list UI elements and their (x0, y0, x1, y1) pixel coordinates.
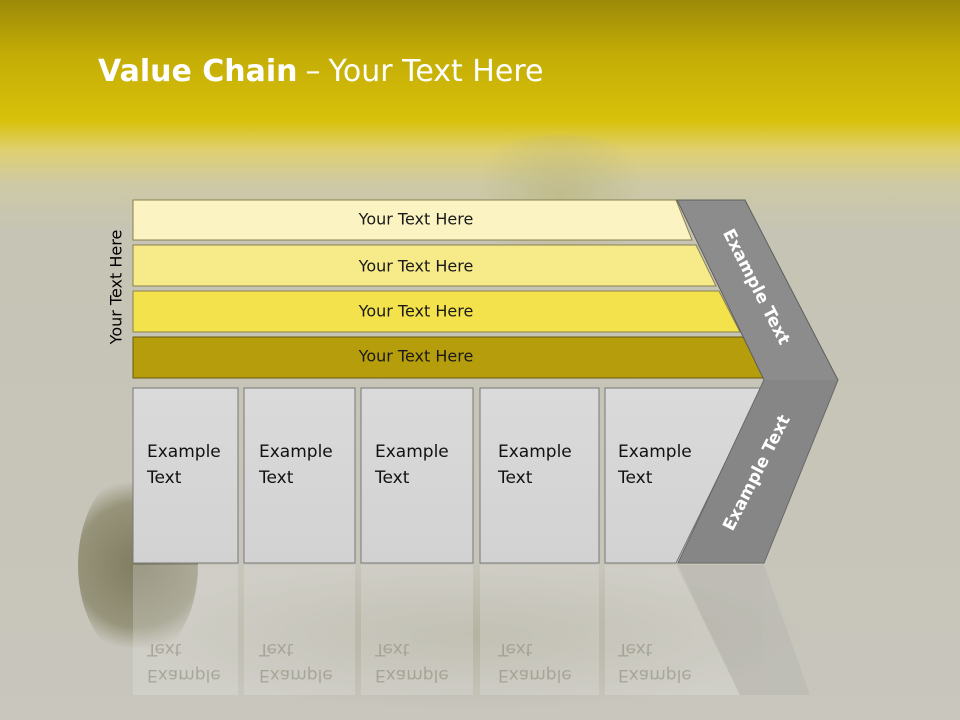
bar-4-label: Your Text Here (358, 346, 474, 366)
bar-2 (132, 244, 717, 287)
column-4 (479, 387, 600, 564)
column-4-label: Example Text (498, 439, 572, 491)
column-1-line2: Text (147, 468, 182, 488)
column-5-line1: Example (618, 442, 692, 462)
column-4-reflection-line2: Text (498, 639, 533, 659)
slide-title: Value Chain – Your Text Here (98, 54, 543, 89)
column-3-reflection-line2: Text (375, 639, 410, 659)
column-5-reflection: Example Text (618, 636, 692, 688)
chevron-shade (678, 380, 838, 563)
title-dash: – (305, 54, 321, 89)
column-3-reflection: Example Text (375, 636, 449, 688)
column-3-reflection-line1: Example (375, 665, 449, 685)
bar-1-label: Your Text Here (358, 209, 474, 229)
column-5-reflection-line2: Text (618, 639, 653, 659)
column-5-label: Example Text (618, 439, 692, 491)
column-5-line2: Text (618, 468, 653, 488)
bar-3 (132, 290, 741, 333)
column-2-reflection-line2: Text (259, 639, 294, 659)
column-2-reflection-line1: Example (259, 665, 333, 685)
column-3-line2: Text (375, 468, 410, 488)
column-4-line2: Text (498, 468, 533, 488)
column-3-label: Example Text (375, 439, 449, 491)
column-5-reflection-line1: Example (618, 665, 692, 685)
column-2-reflection: Example Text (259, 636, 333, 688)
column-2-label: Example Text (259, 439, 333, 491)
column-1-line1: Example (147, 442, 221, 462)
bar-2-label: Your Text Here (358, 256, 474, 276)
column-1-reflection-line1: Example (147, 665, 221, 685)
column-4-reflection-line1: Example (498, 665, 572, 685)
column-5 (604, 387, 763, 564)
bar-3-label: Your Text Here (358, 301, 474, 321)
background-decoration (130, 560, 810, 710)
side-label: Your Text Here (106, 229, 126, 345)
title-bold: Value Chain (98, 54, 298, 89)
column-2 (243, 387, 356, 564)
column-2-line1: Example (259, 442, 333, 462)
title-rest: Your Text Here (328, 54, 544, 89)
column-4-reflection: Example Text (498, 636, 572, 688)
column-3 (360, 387, 474, 564)
column-1-reflection-line2: Text (147, 639, 182, 659)
column-1 (132, 387, 239, 564)
bar-1 (132, 199, 693, 241)
column-1-label: Example Text (147, 439, 221, 491)
column-3-line1: Example (375, 442, 449, 462)
column-2-line2: Text (259, 468, 294, 488)
reflection (133, 565, 810, 695)
column-4-line1: Example (498, 442, 572, 462)
column-1-reflection: Example Text (147, 636, 221, 688)
